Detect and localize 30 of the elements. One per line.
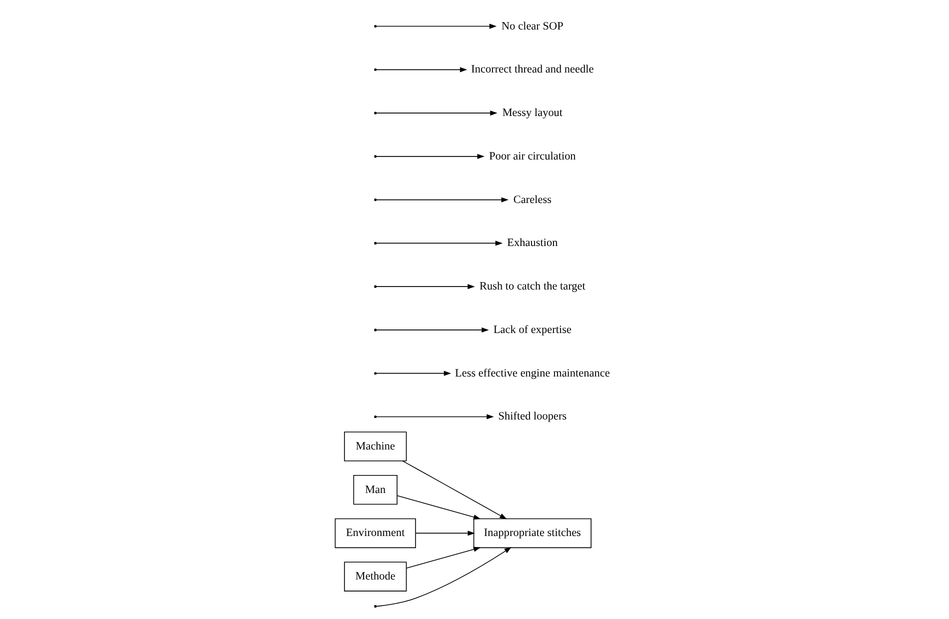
- node-text: Exhaustion: [506, 237, 558, 250]
- arrow: [414, 530, 474, 536]
- arrow: [375, 547, 512, 607]
- node-box: Man: [352, 474, 397, 505]
- node-text: Lack of expertise: [492, 324, 571, 336]
- node-text: Incorrect thread and needle: [470, 64, 594, 76]
- node-text: Poor air circulation: [488, 150, 576, 162]
- arrow: [375, 67, 467, 72]
- arrow: [375, 284, 474, 290]
- node-text: No clear SOP: [501, 20, 563, 32]
- node-box: Inappropriate stitches: [472, 518, 591, 548]
- arrow: [375, 414, 494, 420]
- arrow: [375, 154, 484, 159]
- node-text: Messy layout: [502, 107, 562, 120]
- node-text: Careless: [512, 194, 551, 206]
- node-text: Less effective engine maintenance: [454, 367, 610, 380]
- arrow: [375, 240, 502, 246]
- node-box: Machine: [344, 432, 406, 462]
- arrow: [375, 327, 488, 332]
- arrow: [402, 460, 506, 520]
- arrow: [375, 370, 451, 376]
- arrow: [375, 24, 496, 29]
- arrow: [406, 546, 480, 569]
- arrow: [375, 110, 497, 116]
- node-box: Environment: [334, 518, 416, 548]
- node-text: Rush to catch the target: [479, 280, 585, 293]
- arrow: [375, 197, 508, 202]
- node-box: Methode: [344, 562, 406, 592]
- node-text: Shifted loopers: [498, 410, 566, 423]
- arrow: [396, 495, 480, 520]
